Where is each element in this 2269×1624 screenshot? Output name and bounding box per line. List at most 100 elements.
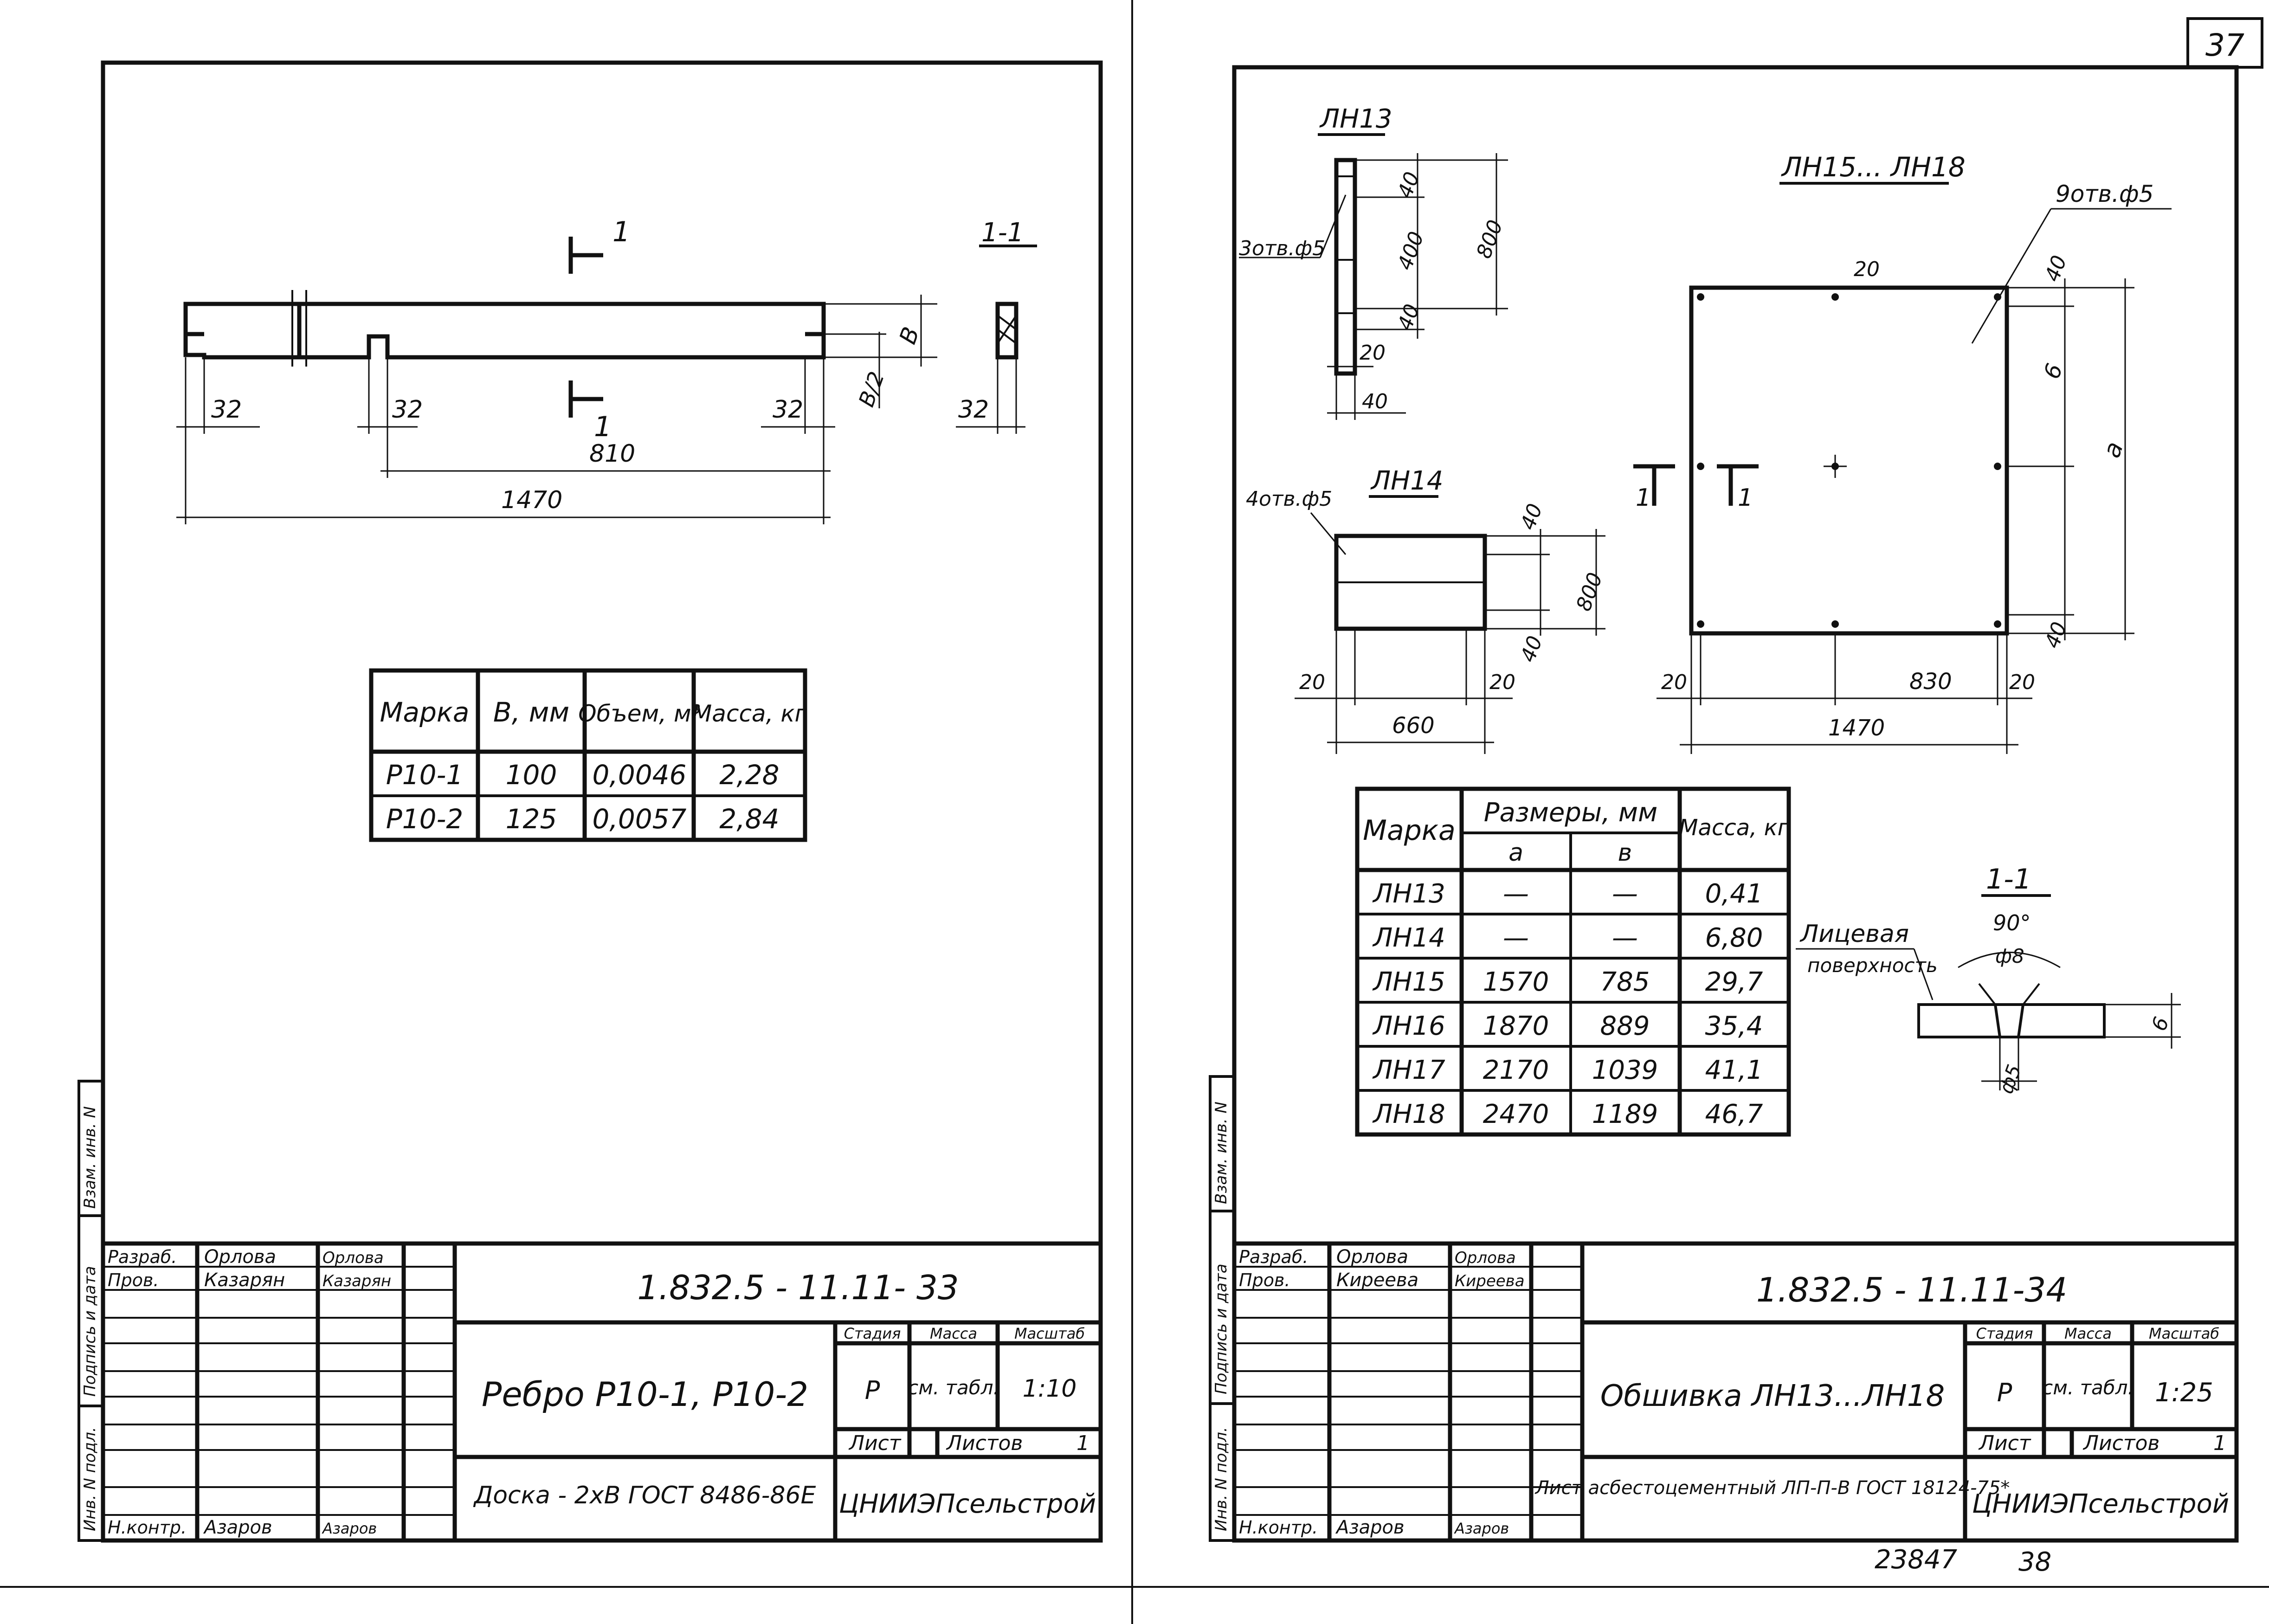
lh15-cut-left: 1: [1636, 484, 1651, 512]
right-tb-sheet-label: Лист: [1978, 1431, 2031, 1455]
lh15-d6: 6: [2039, 360, 2068, 382]
lh14-d20b: 20: [1489, 670, 1515, 694]
lh-r4-b: 889: [1600, 1011, 1650, 1041]
lh-th-mass: Масса, кг: [1679, 815, 1790, 841]
left-tb-doc-code: 1.832.5 - 11.11- 33: [637, 1268, 959, 1307]
right-tb-mass: см. табл.: [2042, 1376, 2134, 1399]
right-tb-nc-sign: Азаров: [1454, 1520, 1509, 1537]
lh-r6-mass: 46,7: [1705, 1099, 1763, 1129]
lh15-d20c: 20: [2009, 670, 2035, 694]
left-tb-sheets-label: Листов: [946, 1431, 1023, 1455]
lh14-d40: 40: [1516, 501, 1547, 533]
left-tb-sheets: 1: [1076, 1431, 1089, 1455]
left-tb-mass: см. табл.: [908, 1376, 999, 1399]
left-tb-chk-sign: Казарян: [322, 1272, 391, 1290]
left-tb-chk-role: Пров.: [108, 1270, 159, 1290]
right-title-block: Разраб. Орлова Орлова Пров. Киреева Кире…: [1234, 1241, 2237, 1540]
dim-B: B: [894, 323, 925, 348]
lh-r2-b: —: [1612, 923, 1638, 953]
right-tb-scale: 1:25: [2155, 1378, 2213, 1408]
left-title-block: Разраб. Орлова Орлова Пров. Казарян Каза…: [103, 1241, 1101, 1540]
lh13-d20: 20: [1360, 341, 1386, 365]
left-tb-mass-label: Масса: [930, 1325, 977, 1342]
section-angle: 90°: [1993, 910, 2031, 935]
dim-32-d: 32: [958, 396, 989, 424]
left-tb-nc-name: Азаров: [203, 1517, 272, 1538]
lh-r3-a: 1570: [1483, 967, 1549, 997]
lh13-drawing: ЛН13 40 400 800 40 3отв.ф5 20 40: [1239, 104, 1508, 420]
lh15-d40: 40: [2040, 252, 2071, 285]
lh-r1-b: —: [1612, 879, 1638, 909]
lh14-holes: 4отв.ф5: [1246, 487, 1332, 511]
lh-th-mark: Марка: [1363, 814, 1456, 847]
section-phi5: ф5: [1994, 1062, 2025, 1097]
footer-number-1: 23847: [1875, 1545, 1958, 1575]
dim-32-b: 32: [392, 396, 423, 424]
left-tb-stage-label: Стадия: [844, 1325, 901, 1342]
right-tb-dev-name: Орлова: [1336, 1246, 1408, 1268]
face-label: Лицевая: [1799, 920, 1909, 948]
left-tb-scale: 1:10: [1023, 1375, 1077, 1403]
rib-r2-mark: Р10-2: [386, 803, 464, 835]
cut-marker-top: 1: [612, 216, 630, 248]
rib-r1-mass: 2,28: [719, 759, 779, 791]
rib-r1-b: 100: [506, 759, 557, 791]
lh14-d40b: 40: [1516, 633, 1547, 665]
left-tb-org: ЦНИИЭПсельстрой: [839, 1489, 1096, 1519]
dim-B-half: B/2: [854, 368, 890, 410]
lh13-d40: 40: [1393, 169, 1424, 201]
right-tb-scale-label: Масштаб: [2149, 1325, 2219, 1342]
left-tb-material: Доска - 2хВ ГОСТ 8486-86Е: [473, 1482, 816, 1509]
lh15-d20b: 20: [1661, 670, 1687, 694]
rib-elevation: 1 1 32 32 32 810 1470 B: [176, 216, 937, 524]
lh-th-sizes: Размеры, мм: [1484, 798, 1657, 828]
section-phi8: ф8: [1995, 945, 2024, 967]
right-tb-material: Лист асбестоцементный ЛП-П-В ГОСТ 18124-…: [1534, 1477, 2010, 1499]
right-tb-chk-sign: Киреева: [1455, 1272, 1525, 1290]
side-stamp-repl: Взам. инв. N: [81, 1106, 99, 1209]
section-dim-b: 6: [2147, 1014, 2174, 1034]
lh15-d1470: 1470: [1828, 715, 1885, 741]
left-tb-name: Ребро Р10-1, Р10-2: [482, 1375, 808, 1414]
right-tb-stage-label: Стадия: [1976, 1325, 2033, 1342]
lh-section: 1-1 Лицевая поверхность 90° ф8 ф5 6: [1796, 863, 2181, 1096]
lh-th-b: в: [1618, 839, 1632, 867]
right-tb-chk-role: Пров.: [1239, 1270, 1290, 1290]
right-sheet-frame: [1232, 65, 2239, 1543]
r-side-stamp-repl: Взам. инв. N: [1212, 1102, 1231, 1204]
lh15-holes: 9отв.ф5: [2056, 180, 2153, 207]
lh-r5-b: 1039: [1592, 1055, 1658, 1085]
lh14-d660: 660: [1392, 713, 1435, 739]
lh-r6-a: 2470: [1483, 1099, 1549, 1129]
lh-r3-b: 785: [1600, 967, 1650, 997]
dim-810: 810: [589, 440, 635, 468]
footer-number-2: 38: [2018, 1547, 2051, 1577]
lh14-d20: 20: [1299, 670, 1325, 694]
lh-r2-a: —: [1503, 923, 1529, 953]
right-tb-nc-role: Н.контр.: [1239, 1517, 1318, 1538]
right-tb-stage: Р: [1997, 1378, 2012, 1407]
rib-r2-volume: 0,0057: [593, 803, 687, 835]
lh-r1-mass: 0,41: [1705, 879, 1763, 909]
page-number: 37: [2205, 27, 2244, 63]
lh13-d40b: 40: [1393, 301, 1424, 334]
lh-r3-mark: ЛН15: [1372, 967, 1445, 997]
rib-th-mark: Марка: [380, 696, 470, 728]
rib-table: Марка В, мм Объем, м³ Масса, кг Р10-1 10…: [369, 668, 807, 842]
lh-r5-mass: 41,1: [1705, 1055, 1763, 1085]
lh-th-a: a: [1508, 839, 1523, 867]
lh15-d830: 830: [1909, 669, 1952, 695]
lh14-label: ЛН14: [1370, 466, 1443, 496]
left-tb-dev-role: Разраб.: [108, 1247, 177, 1267]
lh-table: Марка Размеры, мм a в Масса, кг ЛН13 — —…: [1355, 786, 1791, 1137]
right-tb-mass-label: Масса: [2064, 1325, 2112, 1342]
left-tb-dev-sign: Орлова: [322, 1249, 384, 1267]
lh14-drawing: ЛН14 4отв.ф5 40 800 40 20 20 660: [1246, 466, 1607, 754]
lh15-d20: 20: [1854, 258, 1880, 281]
left-tb-stage: Р: [865, 1376, 880, 1405]
left-tb-scale-label: Масштаб: [1014, 1325, 1085, 1342]
left-sheet-frame: [101, 60, 1103, 1543]
lh-r4-mass: 35,4: [1705, 1011, 1763, 1041]
rib-r2-b: 125: [506, 803, 557, 835]
dim-32-c: 32: [773, 396, 803, 424]
